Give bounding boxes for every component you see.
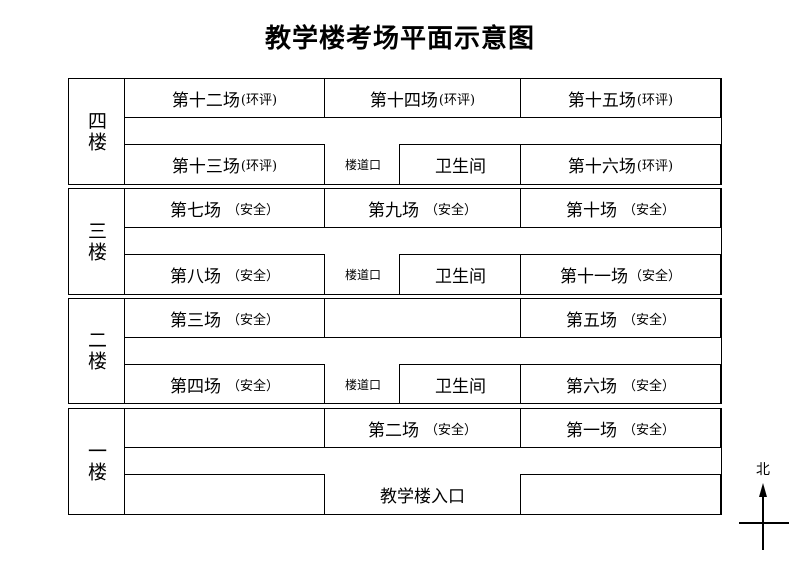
room-2[interactable]: 第二场 （安全） xyxy=(324,408,521,448)
north-label: 北 xyxy=(756,462,770,478)
room-note: (环评) xyxy=(240,92,278,108)
room-name: 第十三场 xyxy=(171,157,240,177)
room-note: （安全） xyxy=(622,202,675,218)
unused-room xyxy=(124,408,325,448)
room-name: 第五场 xyxy=(565,310,617,331)
room-note: (环评) xyxy=(636,159,674,174)
restroom-3[interactable]: 卫生间 xyxy=(399,254,522,295)
room-note: (环评) xyxy=(438,92,476,108)
north-arrow-icon xyxy=(739,483,789,550)
side-room xyxy=(520,474,721,515)
room-note: （安全） xyxy=(424,202,477,218)
room-note: （安全） xyxy=(628,269,681,284)
room-14[interactable]: 第十四场(环评) xyxy=(324,78,521,118)
room-name: 第七场 xyxy=(169,200,221,221)
stairwell-3: 楼道口 xyxy=(344,268,381,282)
floor-2-label: 二楼 xyxy=(68,298,125,404)
room-name: 第一场 xyxy=(565,420,617,441)
room-name: 第六场 xyxy=(565,376,617,397)
floor-1-label: 一楼 xyxy=(68,408,125,515)
room-name: 第八场 xyxy=(169,267,221,287)
room-7[interactable]: 第七场 （安全） xyxy=(124,188,325,228)
unused-room xyxy=(324,298,521,338)
room-11[interactable]: 第十一场（安全） xyxy=(520,254,721,295)
room-name: 第二场 xyxy=(367,420,419,441)
room-note: （安全） xyxy=(226,269,279,284)
room-3[interactable]: 第三场 （安全） xyxy=(124,298,325,338)
room-note: （安全） xyxy=(622,422,675,438)
room-4[interactable]: 第四场 （安全） xyxy=(124,364,325,404)
room-note: （安全） xyxy=(226,202,279,218)
room-name: 第十四场 xyxy=(369,90,438,111)
room-name: 第十六场 xyxy=(567,157,636,177)
floor-3-label: 三楼 xyxy=(68,188,125,295)
room-note: （安全） xyxy=(622,378,675,394)
room-note: (环评) xyxy=(240,159,278,174)
room-note: （安全） xyxy=(622,312,675,328)
room-note: （安全） xyxy=(226,312,279,328)
room-8[interactable]: 第八场 （安全） xyxy=(124,254,325,295)
room-name: 第十一场 xyxy=(559,267,628,287)
room-name: 第十五场 xyxy=(567,90,636,111)
room-name: 第四场 xyxy=(169,376,221,397)
stairwell-2: 楼道口 xyxy=(344,377,381,392)
stairwell-4: 楼道口 xyxy=(344,158,381,172)
room-6[interactable]: 第六场 （安全） xyxy=(520,364,721,404)
building-entrance[interactable]: 教学楼入口 xyxy=(380,487,465,507)
page-title: 教学楼考场平面示意图 xyxy=(264,24,535,54)
room-name: 第九场 xyxy=(367,200,419,221)
room-16[interactable]: 第十六场(环评) xyxy=(520,144,721,185)
restroom-4[interactable]: 卫生间 xyxy=(399,144,522,185)
room-name: 第十二场 xyxy=(171,90,240,111)
room-9[interactable]: 第九场 （安全） xyxy=(324,188,521,228)
room-note: (环评) xyxy=(636,92,674,108)
restroom-2[interactable]: 卫生间 xyxy=(399,364,522,404)
room-12[interactable]: 第十二场(环评) xyxy=(124,78,325,118)
room-13[interactable]: 第十三场(环评) xyxy=(124,144,325,185)
room-name: 第三场 xyxy=(169,310,221,331)
room-10[interactable]: 第十场 （安全） xyxy=(520,188,721,228)
room-note: （安全） xyxy=(226,378,279,394)
room-1[interactable]: 第一场 （安全） xyxy=(520,408,721,448)
room-name: 第十场 xyxy=(565,200,617,221)
floor-4-label: 四楼 xyxy=(68,78,125,185)
room-15[interactable]: 第十五场(环评) xyxy=(520,78,721,118)
room-note: （安全） xyxy=(424,422,477,438)
side-room xyxy=(124,474,325,515)
room-5[interactable]: 第五场 （安全） xyxy=(520,298,721,338)
